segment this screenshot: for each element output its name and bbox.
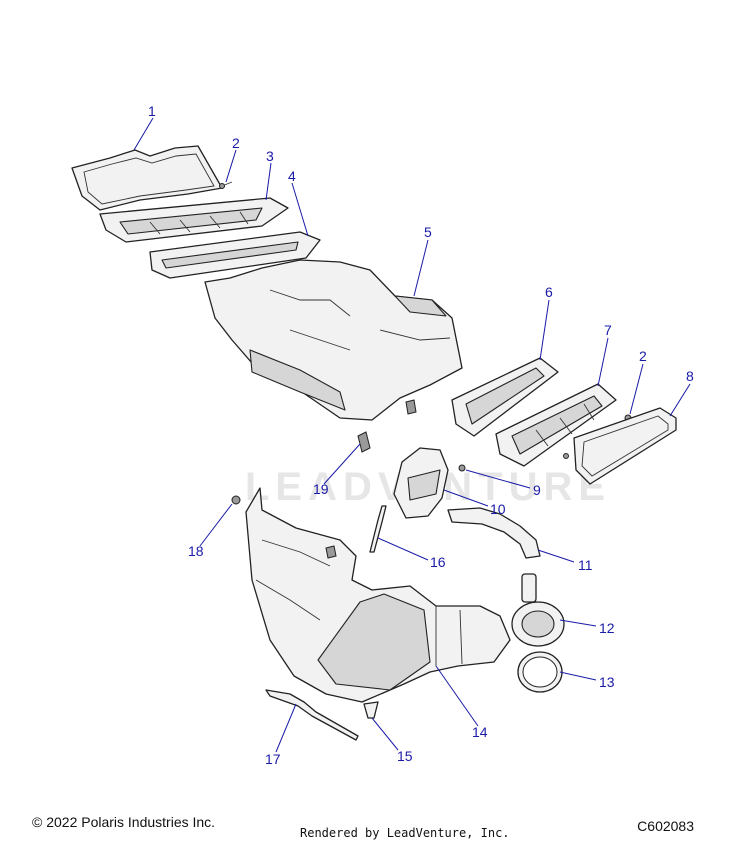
part-2-screw-upper[interactable] xyxy=(219,181,233,189)
part-1-gasket[interactable] xyxy=(71,145,223,211)
diagram-code: C602083 xyxy=(637,818,694,834)
part-18-screw[interactable] xyxy=(231,495,241,505)
callout-2-upper[interactable]: 2 xyxy=(232,135,240,151)
callout-18[interactable]: 18 xyxy=(188,543,204,559)
callout-6[interactable]: 6 xyxy=(545,284,553,300)
callout-19[interactable]: 19 xyxy=(313,481,329,497)
callout-4[interactable]: 4 xyxy=(288,168,296,184)
part-5-airbox[interactable] xyxy=(204,259,463,421)
callout-2-lower[interactable]: 2 xyxy=(639,348,647,364)
part-6-filter-frame[interactable] xyxy=(451,357,559,437)
callout-15[interactable]: 15 xyxy=(397,748,413,764)
part-16-tie[interactable] xyxy=(369,505,387,553)
callout-12[interactable]: 12 xyxy=(599,620,615,636)
callout-10[interactable]: 10 xyxy=(490,501,506,517)
copyright-text: © 2022 Polaris Industries Inc. xyxy=(32,814,216,830)
part-8-gasket[interactable] xyxy=(573,407,677,485)
callout-1[interactable]: 1 xyxy=(148,103,156,119)
callout-16[interactable]: 16 xyxy=(430,554,446,570)
callout-8[interactable]: 8 xyxy=(686,368,694,384)
callout-3[interactable]: 3 xyxy=(266,148,274,164)
part-4-filter-frame[interactable] xyxy=(149,231,321,279)
part-17-strap[interactable] xyxy=(265,689,359,741)
leader-lines xyxy=(133,117,691,753)
part-3-grille[interactable] xyxy=(99,197,289,243)
part-7-grille[interactable] xyxy=(495,383,617,467)
callouts: 1 2 3 4 5 6 7 2 8 9 10 11 12 13 14 15 16… xyxy=(148,103,694,767)
part-11-tube[interactable] xyxy=(447,507,541,559)
callout-14[interactable]: 14 xyxy=(472,724,488,740)
callout-17[interactable]: 17 xyxy=(265,751,281,767)
callout-7[interactable]: 7 xyxy=(604,322,612,338)
callout-13[interactable]: 13 xyxy=(599,674,615,690)
part-10-bracket[interactable] xyxy=(393,447,449,519)
rendered-by-text: Rendered by LeadVenture, Inc. xyxy=(300,826,510,840)
part-14-intake-duct[interactable] xyxy=(245,487,511,703)
part-19-clip[interactable] xyxy=(357,431,371,453)
part-12-clamp[interactable] xyxy=(511,573,565,647)
part-13-hose-clamp[interactable] xyxy=(517,651,563,693)
callout-9[interactable]: 9 xyxy=(533,482,541,498)
callout-5[interactable]: 5 xyxy=(424,224,432,240)
callout-11[interactable]: 11 xyxy=(578,557,593,573)
part-9-screw[interactable] xyxy=(458,464,466,472)
part-15-grommet[interactable] xyxy=(363,701,379,719)
